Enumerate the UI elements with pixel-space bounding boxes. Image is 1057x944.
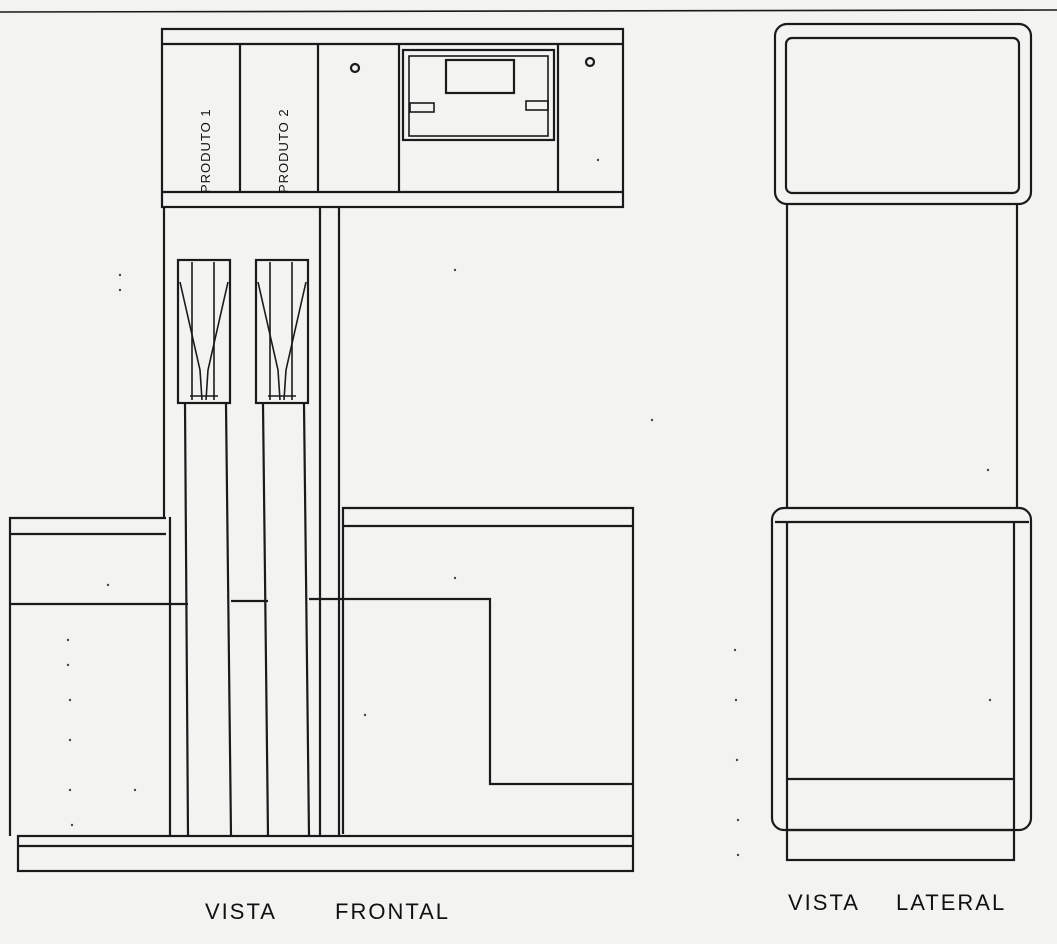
hose-1 — [183, 403, 233, 837]
scan-edge-line — [0, 9, 1057, 13]
front-view — [8, 27, 635, 873]
side-column — [785, 204, 1019, 508]
hose-2 — [261, 403, 311, 837]
scan-speckle — [66, 158, 992, 857]
panel-label-produto-1: PRODUTO 1 — [198, 108, 213, 193]
side-view-caption-vista: VISTA — [788, 890, 860, 915]
pump-column — [162, 207, 341, 836]
side-head — [773, 22, 1033, 206]
pump-base — [8, 506, 635, 873]
panel-label-produto-2: PRODUTO 2 — [276, 108, 291, 193]
side-base — [770, 506, 1033, 862]
side-view-caption-lateral: LATERAL — [896, 890, 1007, 915]
display-window — [401, 48, 556, 142]
nozzle-holder-1 — [176, 258, 232, 405]
indicator-light-left — [349, 62, 361, 74]
indicator-light-right — [584, 56, 596, 68]
side-view — [770, 22, 1033, 862]
pump-head — [160, 27, 625, 209]
front-view-caption-frontal: FRONTAL — [335, 899, 451, 924]
nozzle-holder-2 — [254, 258, 310, 405]
front-view-caption-vista: VISTA — [205, 899, 277, 924]
